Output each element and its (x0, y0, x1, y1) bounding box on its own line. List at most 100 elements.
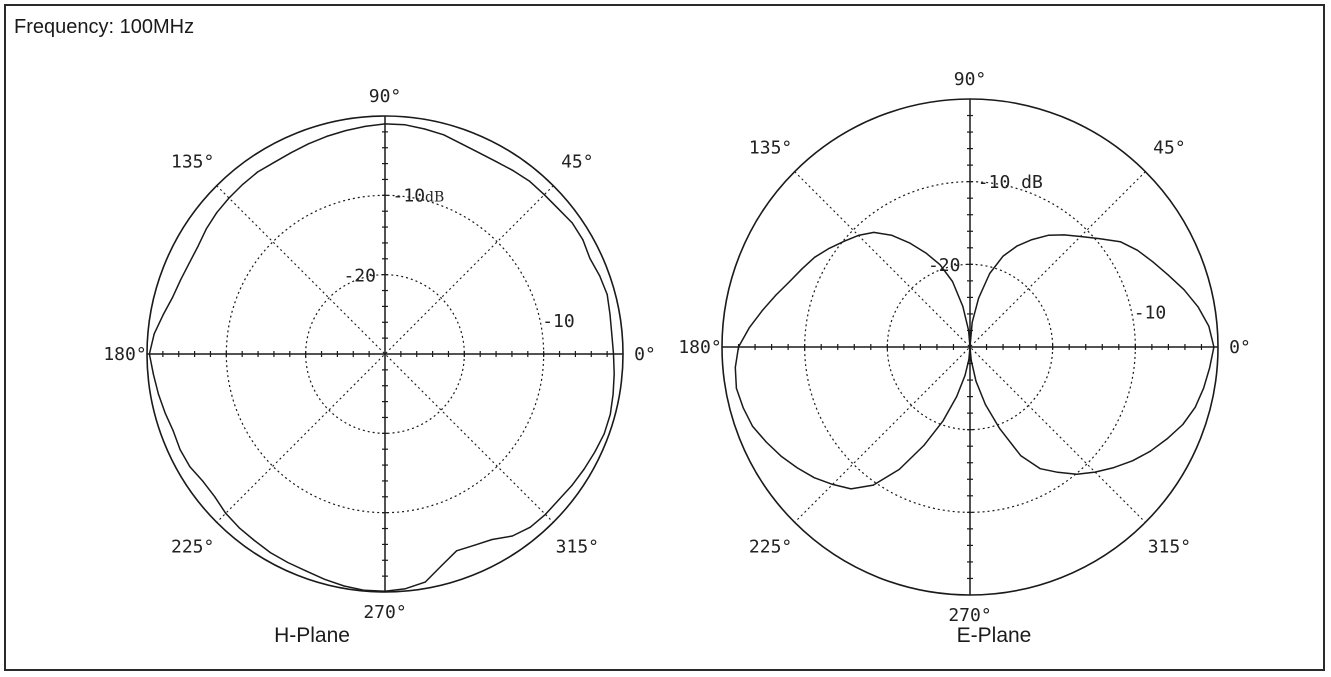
data-point (424, 581, 426, 583)
angle-label-270: 270° (948, 605, 991, 626)
data-point (1113, 467, 1115, 469)
data-point (253, 539, 255, 542)
angle-label-315: 315° (556, 536, 599, 557)
data-point (956, 395, 958, 398)
data-point (1182, 423, 1184, 426)
data-point (384, 590, 386, 592)
data-point (269, 552, 271, 554)
data-point (214, 496, 216, 498)
data-point (1047, 234, 1049, 236)
ring-label-2: -10 (1134, 303, 1167, 324)
data-point (1166, 438, 1168, 440)
data-point (1208, 325, 1210, 327)
angle-label-90: 90° (369, 86, 402, 107)
data-point (898, 468, 900, 470)
data-point (989, 272, 991, 275)
data-point (923, 444, 925, 446)
data-point (273, 161, 275, 163)
data-point (1183, 289, 1185, 291)
data-point (364, 125, 366, 127)
data-point (925, 252, 927, 254)
data-point (751, 425, 754, 427)
frequency-label: Frequency: 100MHz (14, 16, 195, 38)
data-point (857, 234, 860, 236)
data-point (1213, 346, 1215, 348)
data-point (737, 346, 740, 348)
data-point (1149, 450, 1151, 452)
data-point (1039, 468, 1041, 470)
data-point (1152, 261, 1154, 263)
data-point (242, 183, 244, 185)
data-point (939, 264, 941, 266)
data-point (850, 488, 852, 490)
data-point (873, 231, 875, 233)
data-point (571, 222, 573, 224)
data-point (1203, 387, 1205, 389)
data-point (225, 512, 227, 514)
data-point (456, 550, 458, 552)
data-point (612, 393, 614, 395)
data-point (557, 208, 559, 210)
data-point (978, 297, 980, 299)
diagonal-line-45 (216, 185, 554, 523)
data-point (571, 484, 573, 486)
data-point (157, 393, 159, 395)
data-point (189, 466, 191, 468)
data-point (180, 279, 182, 281)
data-point (969, 346, 971, 348)
data-point (611, 333, 613, 335)
data-point (345, 130, 347, 132)
data-point (172, 296, 174, 298)
data-point (152, 373, 154, 375)
angle-label-45: 45° (1153, 138, 1186, 159)
angle-label-180: 180° (678, 337, 721, 358)
angle-label-90: 90° (954, 69, 987, 90)
data-point (424, 128, 426, 130)
angle-label-315: 315° (1148, 536, 1191, 557)
data-point (775, 294, 777, 296)
angle-label-45: 45° (561, 152, 594, 173)
data-point (529, 180, 531, 182)
data-point (962, 305, 964, 307)
data-point (1031, 239, 1033, 241)
data-point (478, 152, 480, 154)
angle-label-0: 0° (634, 344, 656, 365)
data-point (216, 212, 218, 214)
data-point (951, 280, 954, 283)
data-point (257, 171, 259, 173)
data-point (828, 247, 830, 249)
data-point (613, 373, 615, 375)
data-point (603, 433, 605, 435)
data-point (1063, 234, 1065, 236)
angle-label-135: 135° (749, 138, 792, 159)
data-point (228, 197, 230, 199)
data-point (404, 588, 407, 590)
data-point (765, 441, 767, 443)
e-plane-title: E-Plane (956, 624, 1032, 647)
diagonal-line-135 (216, 185, 554, 523)
data-point (789, 280, 791, 282)
data-point (441, 564, 443, 567)
data-point (1057, 471, 1059, 473)
data-point (511, 535, 513, 537)
data-point (780, 455, 782, 457)
data-point (164, 412, 166, 414)
data-point (734, 366, 736, 369)
pattern-series-0 (148, 123, 615, 592)
data-point (1079, 235, 1082, 238)
data-point (968, 358, 970, 360)
ring-label-2: -10 (542, 311, 575, 332)
data-point (742, 407, 744, 409)
e-plane-polar-plot: 0°45°90°135°180°225°270°315°-10 dB-20-10 (678, 69, 1251, 626)
data-point (491, 538, 493, 541)
data-point (384, 123, 386, 125)
data-point (589, 257, 591, 259)
data-point (1119, 241, 1121, 243)
data-point (1197, 306, 1199, 308)
angle-label-270: 270° (363, 602, 406, 623)
ring-label-1: -20 (343, 265, 376, 286)
data-point (495, 161, 497, 163)
angle-label-180: 180° (103, 344, 146, 365)
data-point (735, 387, 738, 389)
data-point (324, 578, 326, 580)
